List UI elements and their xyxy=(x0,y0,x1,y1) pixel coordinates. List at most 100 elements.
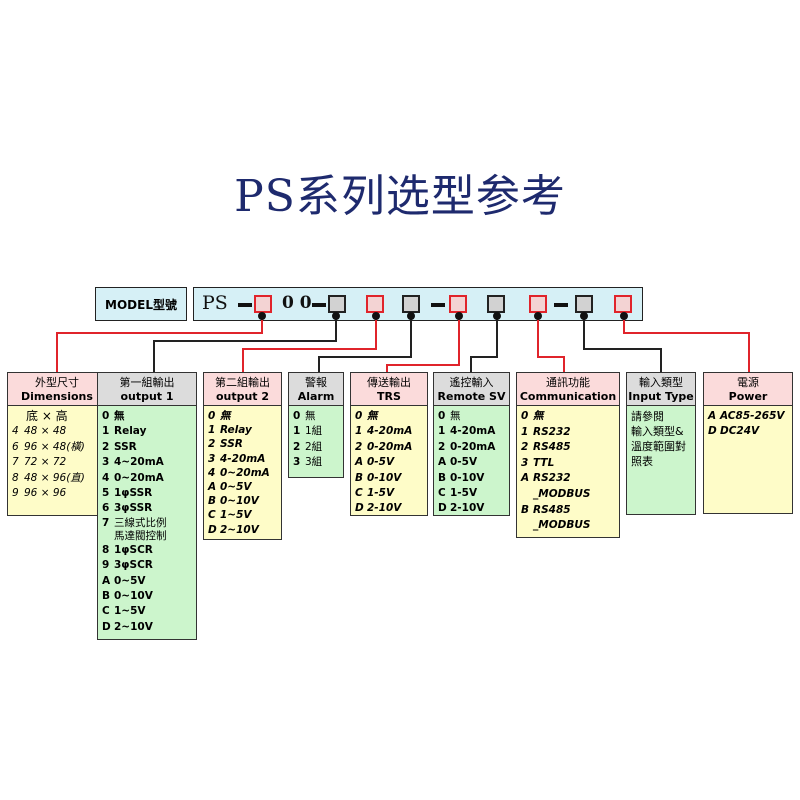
code-dash xyxy=(554,303,568,307)
code-slot-remote-sv xyxy=(487,295,505,313)
connector-dot xyxy=(580,312,588,320)
group-title-cn: 第一組輸出 xyxy=(119,376,175,389)
connector-trs xyxy=(386,316,460,372)
code-dash xyxy=(238,303,252,307)
connector-dot xyxy=(620,312,628,320)
connector-output1 xyxy=(153,316,337,372)
connector-dot xyxy=(332,312,340,320)
group-title-cn: 外型尺寸 xyxy=(35,376,79,389)
code-slot-output1 xyxy=(328,295,346,313)
group-title-cn: 警報 xyxy=(305,376,327,389)
dimensions-intro: 底 × 高 xyxy=(26,409,68,423)
code-dash xyxy=(431,303,445,307)
group-title-en: Communication xyxy=(519,390,617,403)
connector-output2 xyxy=(242,316,377,372)
model-code-bar: PS 0 0 xyxy=(193,287,643,321)
connector-dot xyxy=(407,312,415,320)
connector-power xyxy=(623,316,750,372)
connector-dot xyxy=(455,312,463,320)
page-title: PS系列选型参考 xyxy=(234,171,566,222)
list-item: _MODBUS xyxy=(533,487,591,500)
list-item: 馬達閥控制 xyxy=(114,529,167,542)
list-item: 溫度範圍對 xyxy=(631,440,686,453)
connector-communication xyxy=(537,316,565,372)
group-title-en: Dimensions xyxy=(21,390,93,403)
group-title-en: TRS xyxy=(377,390,401,403)
list-item: 請參閱 xyxy=(631,410,664,423)
group-title-cn: 第二組輸出 xyxy=(215,376,270,389)
group-title-en: Remote SV xyxy=(437,390,506,403)
group-title-cn: 電源 xyxy=(737,376,759,389)
connector-dot xyxy=(493,312,501,320)
group-title-cn: 通訊功能 xyxy=(546,376,590,389)
connector-dot xyxy=(258,312,266,320)
model-label: MODEL型號 xyxy=(95,287,187,321)
code-slot-power xyxy=(614,295,632,313)
connector-dot xyxy=(372,312,380,320)
group-title-en: Alarm xyxy=(297,390,335,403)
connector-dimensions xyxy=(56,316,263,372)
group-title-cn: 遙控輸入 xyxy=(449,376,494,389)
code-dash xyxy=(312,303,326,307)
group-title-cn: 輸入類型 xyxy=(639,376,683,389)
connector-dot xyxy=(534,312,542,320)
group-input-type: 輸入類型 Input Type 請參閱 輸入類型& 溫度範圍對 照表 xyxy=(626,372,696,515)
model-fixed-digits: 0 0 xyxy=(282,293,312,313)
code-slot-trs xyxy=(449,295,467,313)
